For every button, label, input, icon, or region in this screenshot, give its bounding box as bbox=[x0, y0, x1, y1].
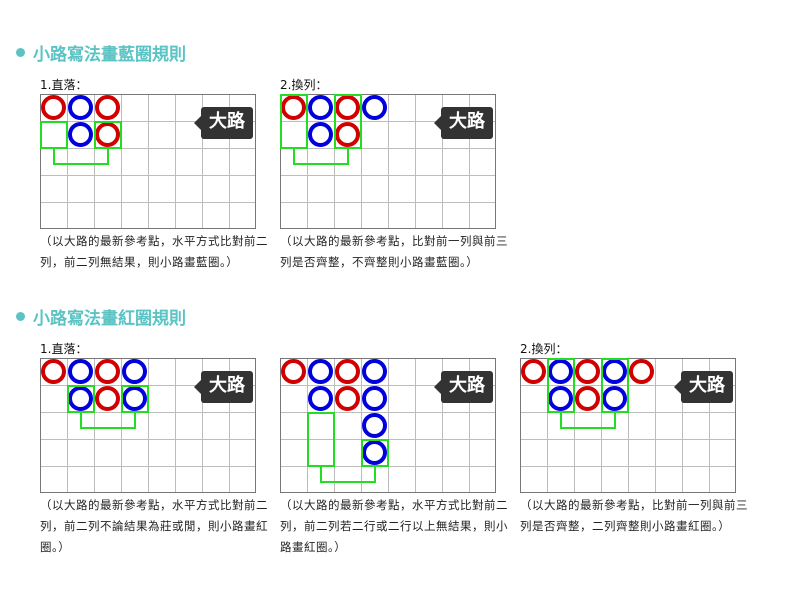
panel-description: （以大路的最新參考點，比對前一列與前三列是否齊整，二列齊整則小路畫紅圈。） bbox=[520, 498, 748, 533]
panel-red-vertical-2: 大路 （以大路的最新參考點，水平方式比對前二列，前二列若二行或二行以上無結果，則… bbox=[280, 341, 510, 558]
player-bead-icon bbox=[68, 95, 93, 120]
player-bead-icon bbox=[308, 359, 333, 384]
compare-highlight-box bbox=[334, 94, 362, 149]
compare-bracket bbox=[53, 148, 109, 165]
banker-bead-icon bbox=[95, 386, 120, 411]
panel-label bbox=[280, 341, 510, 358]
player-bead-icon bbox=[308, 95, 333, 120]
banker-bead-icon bbox=[95, 359, 120, 384]
big-road-grid: 大路 bbox=[520, 358, 736, 493]
big-road-grid: 大路 bbox=[40, 358, 256, 493]
player-bead-icon bbox=[68, 386, 93, 411]
banker-bead-icon bbox=[335, 122, 360, 147]
compare-highlight-box bbox=[547, 358, 575, 413]
panel-label: 1.直落： bbox=[40, 78, 88, 92]
section-title-red-rules: 小路寫法畫紅圈規則 bbox=[14, 304, 186, 329]
player-bead-icon bbox=[308, 122, 333, 147]
banker-bead-icon bbox=[95, 95, 120, 120]
bullet-icon bbox=[16, 311, 25, 321]
section-title-blue-rules: 小路寫法畫藍圈規則 bbox=[14, 40, 186, 65]
player-bead-icon bbox=[548, 386, 573, 411]
banker-bead-icon bbox=[95, 122, 120, 147]
banker-bead-icon bbox=[281, 95, 306, 120]
player-bead-icon bbox=[308, 386, 333, 411]
player-bead-icon bbox=[362, 359, 387, 384]
panel-label: 2.換列： bbox=[280, 78, 328, 92]
compare-highlight-box bbox=[601, 358, 629, 413]
bullet-icon bbox=[16, 47, 25, 57]
player-bead-icon bbox=[362, 95, 387, 120]
banker-bead-icon bbox=[281, 359, 306, 384]
section-title-text: 小路寫法畫紅圈規則 bbox=[33, 308, 186, 329]
player-bead-icon bbox=[362, 413, 387, 438]
player-bead-icon bbox=[68, 359, 93, 384]
panel-label: 1.直落： bbox=[40, 342, 88, 356]
panel-blue-change-column: 2.換列： 大路 （以大路的最新參考點，比對前一列與前三列是否齊整，不齊整則小路… bbox=[280, 77, 510, 273]
big-road-grid: 大路 bbox=[280, 94, 496, 229]
panel-description: （以大路的最新參考點，水平方式比對前二列，前二列無結果，則小路畫藍圈。） bbox=[40, 234, 268, 269]
compare-bracket bbox=[80, 412, 136, 429]
banker-bead-icon bbox=[521, 359, 546, 384]
banker-bead-icon bbox=[335, 386, 360, 411]
big-road-grid: 大路 bbox=[280, 358, 496, 493]
big-road-grid: 大路 bbox=[40, 94, 256, 229]
compare-bracket bbox=[320, 466, 376, 483]
banker-bead-icon bbox=[41, 359, 66, 384]
player-bead-icon bbox=[602, 359, 627, 384]
big-road-tag: 大路 bbox=[434, 107, 493, 139]
panel-red-vertical-1: 1.直落： 大路 （以大路的最新參考點，水平方式比對前二列，前二列不論結果為莊或… bbox=[40, 341, 270, 558]
panel-blue-vertical: 1.直落： 大路 （以大路的最新參考點，水平方式比對前二列，前二列無結果，則小路… bbox=[40, 77, 270, 273]
panel-label: 2.換列： bbox=[520, 342, 568, 356]
banker-bead-icon bbox=[575, 359, 600, 384]
player-bead-icon bbox=[122, 386, 147, 411]
reference-highlight-box bbox=[361, 439, 389, 467]
compare-highlight-box bbox=[40, 121, 68, 149]
compare-highlight-box bbox=[280, 94, 308, 149]
banker-bead-icon bbox=[335, 95, 360, 120]
compare-bracket bbox=[293, 148, 349, 165]
banker-bead-icon bbox=[41, 95, 66, 120]
big-road-tag: 大路 bbox=[194, 371, 253, 403]
panel-red-change-column: 2.換列： 大路 （以大路的最新參考點，比對前一列與前三列是否齊整，二列齊整則小… bbox=[520, 341, 750, 537]
panel-description: （以大路的最新參考點，水平方式比對前二列，前二列不論結果為莊或閒，則小路畫紅圈。… bbox=[40, 498, 268, 554]
player-bead-icon bbox=[362, 440, 387, 465]
player-bead-icon bbox=[548, 359, 573, 384]
compare-highlight-box bbox=[67, 385, 95, 413]
player-bead-icon bbox=[68, 122, 93, 147]
panel-description: （以大路的最新參考點，水平方式比對前二列，前二列若二行或二行以上無結果，則小路畫… bbox=[280, 498, 508, 554]
banker-bead-icon bbox=[575, 386, 600, 411]
section-title-text: 小路寫法畫藍圈規則 bbox=[33, 44, 186, 65]
big-road-tag: 大路 bbox=[194, 107, 253, 139]
banker-bead-icon bbox=[335, 359, 360, 384]
reference-highlight-box bbox=[121, 385, 149, 413]
panel-description: （以大路的最新參考點，比對前一列與前三列是否齊整，不齊整則小路畫藍圈。） bbox=[280, 234, 508, 269]
player-bead-icon bbox=[602, 386, 627, 411]
banker-bead-icon bbox=[629, 359, 654, 384]
player-bead-icon bbox=[122, 359, 147, 384]
compare-bracket bbox=[560, 412, 616, 429]
big-road-tag: 大路 bbox=[674, 371, 733, 403]
big-road-tag: 大路 bbox=[434, 371, 493, 403]
player-bead-icon bbox=[362, 386, 387, 411]
compare-highlight-box bbox=[307, 412, 335, 467]
reference-highlight-box bbox=[94, 121, 122, 149]
